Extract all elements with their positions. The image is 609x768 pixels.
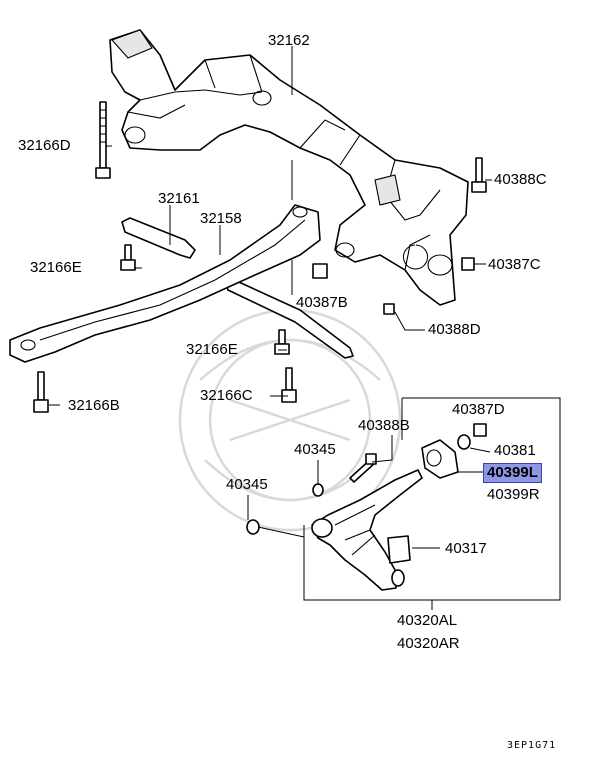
nut-40387B xyxy=(312,263,328,279)
label-32166E-b: 32166E xyxy=(186,341,238,358)
label-32166C: 32166C xyxy=(200,387,253,404)
brace-32161 xyxy=(121,217,354,359)
label-40320AR: 40320AR xyxy=(397,635,460,652)
label-40399L-highlighted[interactable]: 40399L xyxy=(483,463,542,483)
lower-arm-frame xyxy=(303,397,561,601)
label-40345-b: 40345 xyxy=(226,476,268,493)
label-40388C: 40388C xyxy=(494,171,547,188)
bolt-32166C xyxy=(281,367,297,403)
leader-lines xyxy=(49,46,492,610)
lower-arm-40320 xyxy=(311,469,423,591)
label-40345-a: 40345 xyxy=(294,441,336,458)
label-32158: 32158 xyxy=(200,210,242,227)
bolt-32166D xyxy=(95,101,111,179)
bushing-40317 xyxy=(387,535,411,564)
label-40320AL: 40320AL xyxy=(397,612,458,629)
washer-40345-a xyxy=(312,483,324,497)
label-32166D: 32166D xyxy=(18,137,71,154)
bolt-40388D xyxy=(383,303,395,315)
nut-40387D xyxy=(473,423,487,437)
beam-32158 xyxy=(9,204,321,363)
label-40388B: 40388B xyxy=(358,417,410,434)
diagram-code: 3EP1G71 xyxy=(507,740,557,751)
label-40388D: 40388D xyxy=(428,321,481,338)
bolt-32166B xyxy=(33,371,49,413)
crossmember-32162 xyxy=(109,29,469,306)
bushing-40399L xyxy=(421,439,459,479)
label-32161: 32161 xyxy=(158,190,200,207)
bolt-32166E-b xyxy=(274,329,290,355)
label-32166B: 32166B xyxy=(68,397,120,414)
label-40387C: 40387C xyxy=(488,256,541,273)
bolt-32166E-a xyxy=(120,244,136,271)
label-40381: 40381 xyxy=(494,442,536,459)
label-32162: 32162 xyxy=(268,32,310,49)
washer-40381 xyxy=(457,434,471,450)
label-40317: 40317 xyxy=(445,540,487,557)
nut-40387C xyxy=(461,257,475,271)
label-32166E-a: 32166E xyxy=(30,259,82,276)
bolt-40388C xyxy=(471,157,487,193)
label-40399R: 40399R xyxy=(487,486,540,503)
label-40387D: 40387D xyxy=(452,401,505,418)
label-40387B: 40387B xyxy=(296,294,348,311)
washer-40345-b xyxy=(246,519,260,535)
